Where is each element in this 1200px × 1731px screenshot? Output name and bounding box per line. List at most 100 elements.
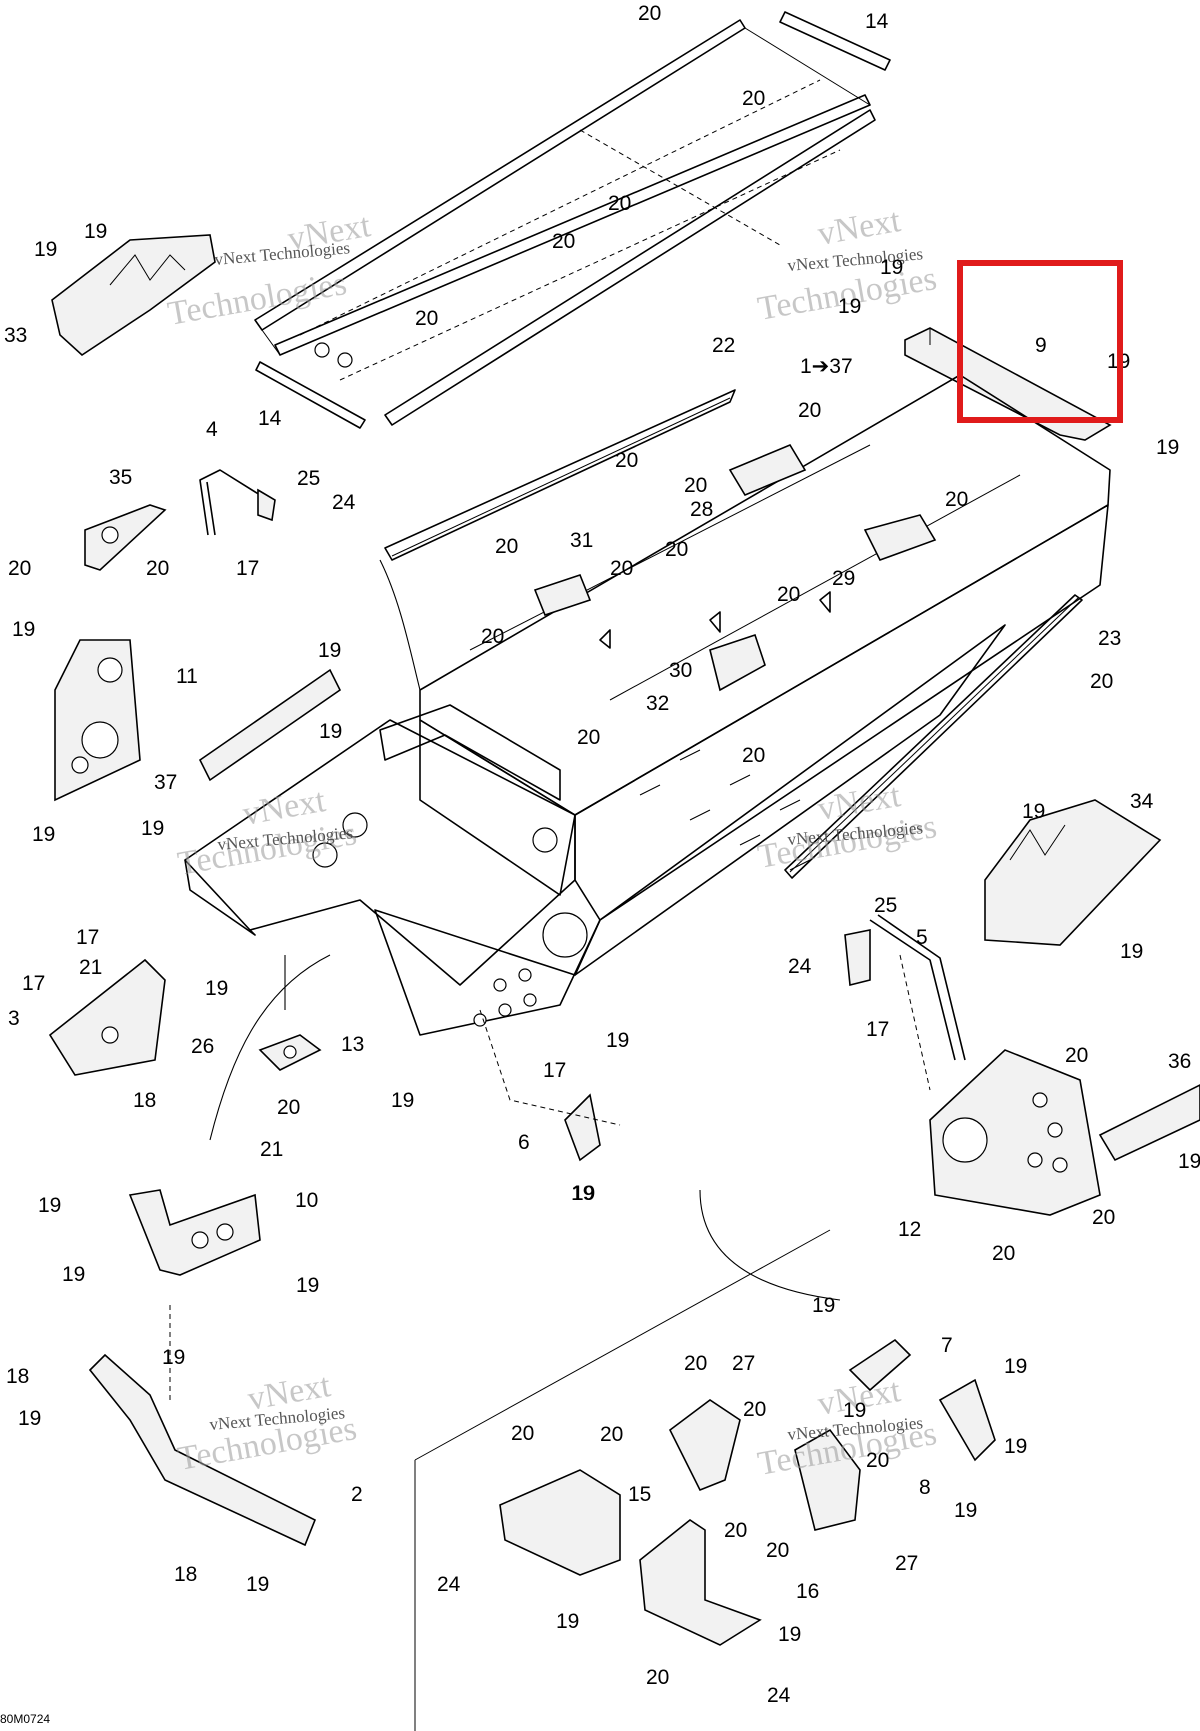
callout-label: 1➔37 [800,355,853,378]
part-11-plate [54,639,141,802]
callout-label: 19 [84,220,107,243]
callout-label: 20 [743,1398,766,1421]
drawing-code: 80M0724 [0,1712,51,1726]
part-37-bar [198,668,342,782]
callout-label: 33 [4,324,27,347]
part-4-handle [199,469,276,536]
callout-label: 20 [992,1242,1015,1265]
callout-label: 5 [916,926,928,949]
callout-label: 27 [895,1552,918,1575]
callout-label: 35 [109,466,132,489]
callout-label: 28 [690,498,713,521]
callout-label: 17 [543,1059,566,1082]
callout-label: 24 [788,955,812,978]
callout-label: 20 [1092,1206,1115,1229]
part-6-bracket [564,1093,601,1162]
callout-label: 19 [812,1294,835,1317]
callout-label: 18 [174,1563,197,1586]
part-22-rail [384,389,736,561]
callout-label: 17 [236,557,259,580]
callout-label: 20 [665,538,688,561]
callout-label: 19 [1120,940,1143,963]
callout-label: 19 [571,1182,594,1205]
callout-label: 17 [22,972,45,995]
part-9-bracket [904,327,1112,441]
part-3-bracket [48,958,166,1076]
callout-label: 19 [205,977,228,1000]
callout-label: 20 [511,1422,534,1445]
callout-label: 19 [391,1089,414,1112]
callout-label: 20 [1090,670,1113,693]
part-34-bracket [984,799,1162,946]
callout-label: 18 [133,1089,156,1112]
callout-label: 20 [615,449,638,472]
callout-label: 19 [62,1263,85,1286]
callout-label: 19 [1178,1150,1200,1173]
callout-label: 20 [646,1666,669,1689]
callout-label: 20 [600,1423,623,1446]
callout-label: 24 [767,1684,791,1707]
callout-label: 19 [141,817,164,840]
callout-label: 29 [832,567,855,590]
small-brackets [533,443,937,692]
callout-label: 3 [8,1007,20,1030]
callout-label: 6 [518,1131,530,1154]
callout-label: 20 [945,488,968,511]
part-35-bracket [84,504,167,571]
callout-label: 12 [898,1218,921,1241]
callout-label: 27 [732,1352,755,1375]
callout-label: 21 [260,1138,283,1161]
callout-label: 24 [437,1573,461,1596]
callout-label: 22 [712,334,735,357]
callout-label: 20 [866,1449,889,1472]
callout-label: 19 [838,295,861,318]
callout-label: 20 [577,726,600,749]
callout-label: 19 [572,1182,595,1205]
callout-label: 20 [8,557,31,580]
callout-label: 20 [798,399,821,422]
callout-label: 19 [843,1399,866,1422]
lower-detail-frame [414,1229,996,1731]
guide-lines [169,559,931,1400]
callout-label: 19 [12,618,35,641]
callout-label: 19 [318,639,341,662]
callout-label: 16 [796,1580,819,1603]
watermark-brand: vNext [815,202,904,253]
callout-label: 20 [1065,1044,1088,1067]
callout-label: 14 [865,10,889,33]
callout-label: 14 [258,407,282,430]
callout-label: 17 [76,926,99,949]
callout-label: 20 [684,474,707,497]
highlight-box [957,260,1123,423]
callout-label: 25 [297,467,320,490]
callout-label: 20 [742,744,765,767]
callout-label: 19 [1004,1355,1027,1378]
callout-label: 20 [552,230,575,253]
part-23-rail [784,594,1083,879]
callout-label: 25 [874,894,897,917]
callout-label: 8 [919,1476,931,1499]
callout-label: 20 [742,87,765,110]
callout-label: 10 [295,1189,318,1212]
tunnel-top-rails [254,11,891,429]
callout-label: 19 [34,238,57,261]
callout-label: 20 [277,1096,300,1119]
callout-label: 20 [495,535,518,558]
callout-label: 19 [162,1346,185,1369]
callout-label: 19 [778,1623,801,1646]
callout-label: 23 [1098,627,1121,650]
callout-label: 20 [766,1539,789,1562]
callout-label: 19 [1156,436,1179,459]
callout-labels: 20 14 20 20 20 20 14 19 19 33 22 1➔37 9 … [4,2,1200,1707]
callout-label: 31 [570,529,593,552]
part-2-bracket [88,1353,317,1547]
callout-label: 19 [319,720,342,743]
callout-label: 20 [684,1352,707,1375]
callout-label: 19 [1022,800,1045,823]
watermark-caption: vNext Technologies [214,238,351,269]
callout-label: 19 [954,1499,977,1522]
callout-label: 15 [628,1483,651,1506]
callout-label: 11 [176,665,198,688]
callout-label: 19 [556,1610,579,1633]
